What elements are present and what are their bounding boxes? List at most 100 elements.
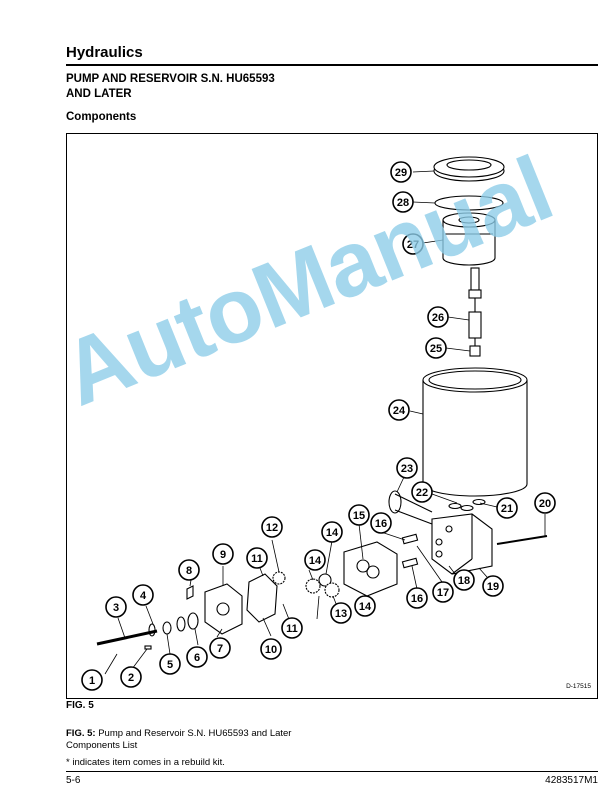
svg-text:25: 25 [430,343,442,355]
svg-text:26: 26 [432,312,444,324]
callout-6: 6 [186,646,208,668]
callout-16b: 16 [406,587,428,609]
svg-text:9: 9 [220,549,226,561]
callout-11: 11 [246,547,268,569]
callout-16: 16 [370,512,392,534]
caption-line1: Pump and Reservoir S.N. HU65593 and Late… [98,728,292,739]
rod-part [496,535,548,545]
svg-text:13: 13 [335,608,347,620]
callout-15: 15 [348,504,370,526]
callout-8: 8 [178,559,200,581]
reservoir-cap-part [433,156,505,182]
page-heading-line2: AND LATER [66,88,132,100]
seal-part [187,612,199,630]
svg-text:24: 24 [393,405,406,417]
svg-text:20: 20 [539,498,551,510]
callout-27: 27 [402,233,424,255]
svg-text:2: 2 [128,672,134,684]
pump-end-cover-part [431,513,493,575]
footer-divider [66,771,598,772]
callout-1: 1 [81,669,103,691]
callout-18: 18 [453,569,475,591]
callout-10: 10 [260,638,282,660]
svg-text:18: 18 [458,575,470,587]
bearing-part [176,616,186,632]
svg-text:22: 22 [416,487,428,499]
svg-text:8: 8 [186,565,192,577]
callout-26: 26 [427,306,449,328]
callout-7: 7 [209,637,231,659]
snap-ring-part [148,623,156,637]
figure-caption: FIG. 5: Pump and Reservoir S.N. HU65593 … [66,728,291,752]
filter-part [442,212,496,266]
callout-2: 2 [120,666,142,688]
svg-text:29: 29 [395,167,407,179]
shaft-part [96,629,158,646]
svg-text:23: 23 [401,463,413,475]
woodruff-key-part [144,645,152,650]
callout-12: 12 [261,516,283,538]
key-part [186,585,194,600]
callout-28: 28 [392,191,414,213]
svg-text:27: 27 [407,239,419,251]
caption-line2: Components List [66,740,138,751]
svg-text:6: 6 [194,652,200,664]
svg-text:21: 21 [501,503,513,515]
rebuild-kit-footnote: * indicates item comes in a rebuild kit. [66,757,225,768]
svg-text:28: 28 [397,197,409,209]
pin-part [401,557,419,569]
callout-9: 9 [212,543,234,565]
document-number: 4283517M1 [545,775,598,786]
callout-24: 24 [388,399,410,421]
valve-assembly-part [468,267,482,348]
oring-part [472,498,486,506]
oring-part [460,504,474,512]
figure-frame: 29 28 27 26 25 24 23 22 21 20 19 18 17 1… [66,133,598,699]
svg-text:4: 4 [140,590,147,602]
caption-label: FIG. 5: [66,728,96,739]
svg-text:16: 16 [375,518,387,530]
callout-17: 17 [432,581,454,603]
components-heading: Components [66,111,137,123]
svg-text:10: 10 [265,644,277,656]
washer-part [162,621,172,635]
page-heading: PUMP AND RESERVOIR S.N. HU65593 AND LATE… [66,72,275,102]
svg-text:11: 11 [251,553,263,565]
page-heading-line1: PUMP AND RESERVOIR S.N. HU65593 [66,73,275,85]
pump-body-part [343,541,398,597]
callout-23: 23 [396,457,418,479]
wear-plate-part [246,573,278,623]
gear-part [272,571,340,598]
section-title: Hydraulics [66,44,143,61]
svg-text:7: 7 [217,643,223,655]
svg-text:19: 19 [487,581,499,593]
mounting-flange-part [204,583,243,635]
drawing-id: D-17515 [566,683,591,690]
exploded-diagram: 29 28 27 26 25 24 23 22 21 20 19 18 17 1… [81,156,556,691]
svg-text:14: 14 [326,527,339,539]
svg-text:1: 1 [89,675,95,687]
callout-29: 29 [390,161,412,183]
callout-14c: 14 [354,595,376,617]
plug-part [469,345,481,357]
svg-text:5: 5 [167,659,173,671]
svg-text:11: 11 [286,623,298,635]
page-number: 5-6 [66,775,81,786]
callout-14b: 14 [304,549,326,571]
callout-13: 13 [330,602,352,624]
header-divider [66,64,598,66]
callout-25: 25 [425,337,447,359]
svg-text:3: 3 [113,602,119,614]
callout-11b: 11 [281,617,303,639]
svg-text:15: 15 [353,510,365,522]
callout-14: 14 [321,521,343,543]
svg-text:14: 14 [309,555,322,567]
reservoir-tank-part [422,367,528,497]
callout-21: 21 [496,497,518,519]
oring-part [448,502,462,510]
pin-part [401,533,419,545]
svg-text:17: 17 [437,587,449,599]
callout-22: 22 [411,481,433,503]
svg-text:12: 12 [266,522,278,534]
pipe-fitting-part [388,490,433,525]
